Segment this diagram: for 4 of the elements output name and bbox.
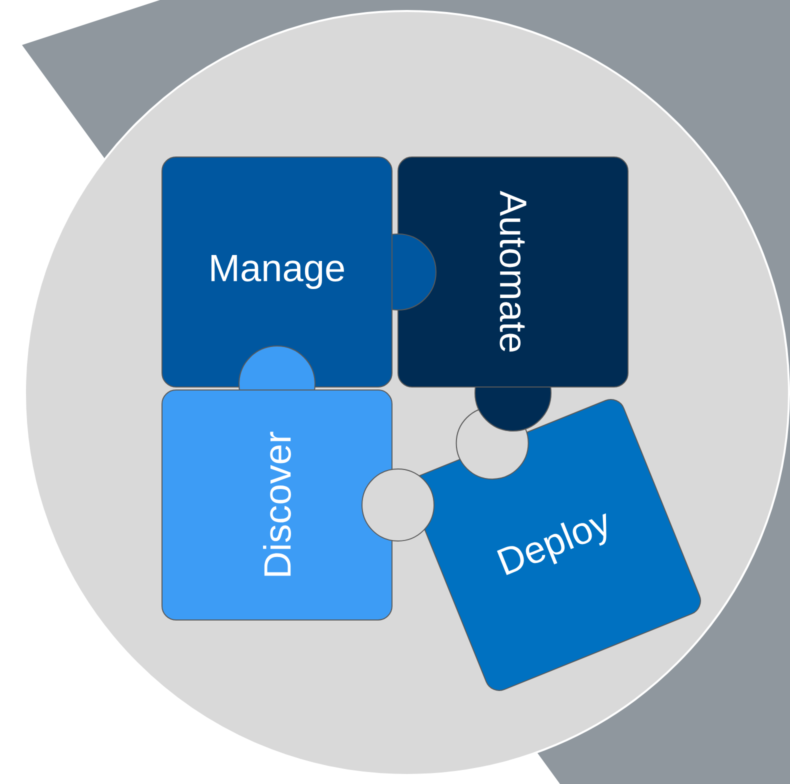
node-label: Deploy [496, 513, 606, 576]
puzzle-piece: Automate [398, 156, 628, 432]
puzzle-piece: Manage [162, 156, 436, 388]
puzzle-piece: Discover [162, 345, 434, 620]
